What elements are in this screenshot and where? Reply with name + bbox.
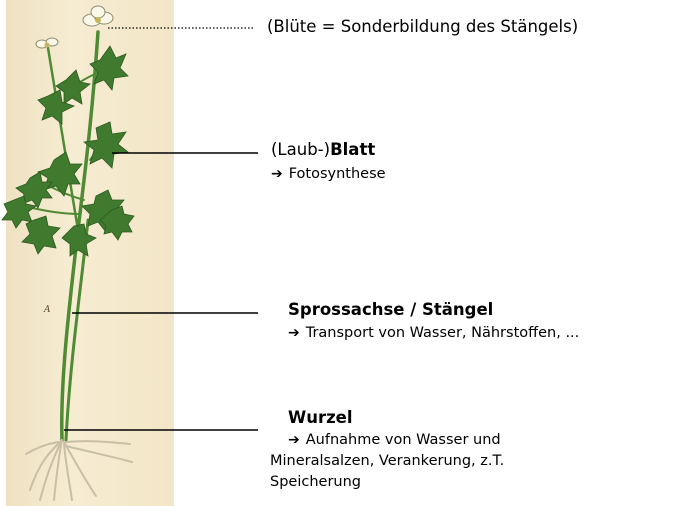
arrow-icon: ➔ <box>288 325 300 341</box>
roots <box>26 440 132 500</box>
leaves <box>2 46 134 256</box>
root-function-line1: Aufnahme von Wasser und <box>306 432 501 448</box>
root-title: Wurzel <box>288 408 353 428</box>
root-function-line3: Speicherung <box>270 472 361 492</box>
leaf-title-bold: Blatt <box>330 140 375 159</box>
leaf-function: ➔ Fotosynthese <box>271 164 386 184</box>
leaf <box>62 224 96 256</box>
leaf <box>22 216 60 254</box>
root-function: ➔ Aufnahme von Wasser und <box>288 430 501 450</box>
stem-function: ➔ Transport von Wasser, Nährstoffen, ... <box>288 323 579 343</box>
stem-function-text: Transport von Wasser, Nährstoffen, ... <box>306 325 580 341</box>
leaf-function-text: Fotosynthese <box>289 166 386 182</box>
stem-title: Sprossachse / Stängel <box>288 300 493 320</box>
plate-mark: A <box>44 300 51 320</box>
leaf-title-prefix: (Laub-) <box>271 140 330 159</box>
arrow-icon: ➔ <box>271 166 283 182</box>
flower-small <box>36 38 58 48</box>
leaf-title: (Laub-)Blatt <box>271 140 375 160</box>
root-function-line2: Mineralsalzen, Verankerung, z.T. <box>270 451 504 471</box>
flower-label: (Blüte = Sonderbildung des Stängels) <box>267 17 578 37</box>
flower-main <box>83 6 113 26</box>
arrow-icon: ➔ <box>288 432 300 448</box>
